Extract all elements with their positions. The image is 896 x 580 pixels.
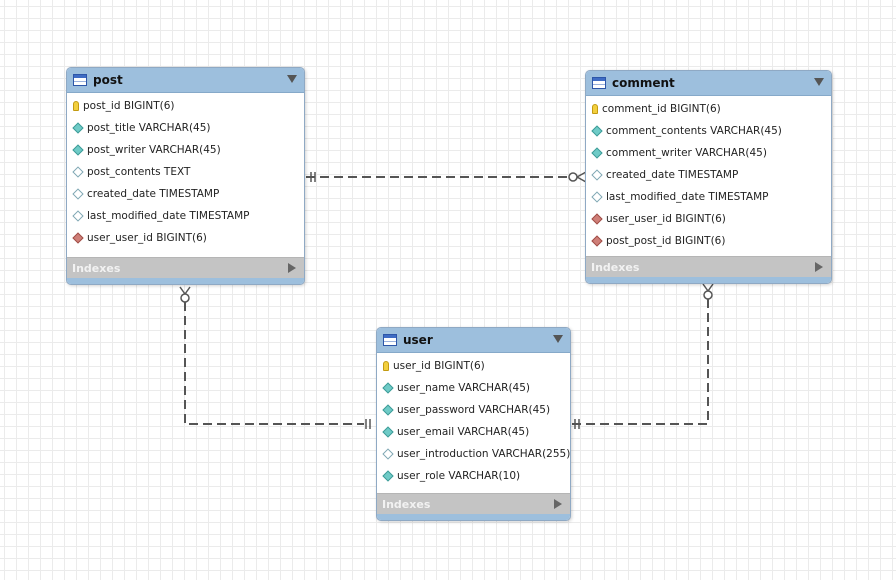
entity-comment[interactable]: comment comment_id BIGINT(6) comment_con… xyxy=(585,70,832,284)
column-label: comment_contents VARCHAR(45) xyxy=(606,125,782,137)
expand-arrow-icon[interactable] xyxy=(815,262,823,272)
column-label: user_role VARCHAR(10) xyxy=(397,470,521,482)
primary-key-icon xyxy=(73,101,79,111)
nullable-diamond-icon xyxy=(591,169,603,181)
indexes-section[interactable]: Indexes xyxy=(67,257,304,278)
column-label: user_introduction VARCHAR(255) xyxy=(397,448,571,460)
entity-header[interactable]: user xyxy=(377,328,570,353)
collapse-caret-icon[interactable] xyxy=(287,75,297,83)
column-row[interactable]: post_title VARCHAR(45) xyxy=(67,117,304,139)
nullable-diamond-icon xyxy=(72,188,84,200)
column-row[interactable]: created_date TIMESTAMP xyxy=(67,183,304,205)
column-row[interactable]: user_name VARCHAR(45) xyxy=(377,377,570,399)
column-row[interactable]: last_modified_date TIMESTAMP xyxy=(586,186,831,208)
column-label: user_id BIGINT(6) xyxy=(393,360,485,372)
column-row[interactable]: user_user_id BIGINT(6) xyxy=(67,227,304,249)
entity-header[interactable]: comment xyxy=(586,71,831,96)
expand-arrow-icon[interactable] xyxy=(288,263,296,273)
relationship-user-comment[interactable] xyxy=(572,283,714,429)
relationship-user-post[interactable] xyxy=(179,286,371,429)
entity-title: post xyxy=(93,73,123,87)
column-label: user_user_id BIGINT(6) xyxy=(606,213,726,225)
indexes-label: Indexes xyxy=(591,260,640,274)
column-row[interactable]: post_contents TEXT xyxy=(67,161,304,183)
column-label: post_post_id BIGINT(6) xyxy=(606,235,726,247)
column-row[interactable]: user_id BIGINT(6) xyxy=(377,355,570,377)
entity-post[interactable]: post post_id BIGINT(6) post_title VARCHA… xyxy=(66,67,305,285)
column-row[interactable]: post_post_id BIGINT(6) xyxy=(586,230,831,252)
nullable-diamond-icon xyxy=(72,210,84,222)
collapse-caret-icon[interactable] xyxy=(553,335,563,343)
entity-footer xyxy=(67,278,304,284)
not-null-diamond-icon xyxy=(382,470,394,482)
column-row[interactable]: user_user_id BIGINT(6) xyxy=(586,208,831,230)
column-label: user_name VARCHAR(45) xyxy=(397,382,530,394)
indexes-section[interactable]: Indexes xyxy=(377,493,570,514)
table-icon xyxy=(73,74,87,86)
entity-user[interactable]: user user_id BIGINT(6) user_name VARCHAR… xyxy=(376,327,571,521)
table-icon xyxy=(383,334,397,346)
not-null-diamond-icon xyxy=(382,382,394,394)
foreign-key-diamond-icon xyxy=(72,232,84,244)
column-row[interactable]: comment_id BIGINT(6) xyxy=(586,98,831,120)
entity-title: user xyxy=(403,333,433,347)
column-label: post_title VARCHAR(45) xyxy=(87,122,211,134)
not-null-diamond-icon xyxy=(382,426,394,438)
column-row[interactable]: comment_writer VARCHAR(45) xyxy=(586,142,831,164)
indexes-label: Indexes xyxy=(382,497,431,511)
primary-key-icon xyxy=(592,104,598,114)
column-list: comment_id BIGINT(6) comment_contents VA… xyxy=(586,96,831,256)
entity-header[interactable]: post xyxy=(67,68,304,93)
not-null-diamond-icon xyxy=(72,144,84,156)
foreign-key-diamond-icon xyxy=(591,213,603,225)
not-null-diamond-icon xyxy=(591,147,603,159)
collapse-caret-icon[interactable] xyxy=(814,78,824,86)
table-icon xyxy=(592,77,606,89)
column-label: user_email VARCHAR(45) xyxy=(397,426,530,438)
column-row[interactable]: user_role VARCHAR(10) xyxy=(377,465,570,487)
column-label: last_modified_date TIMESTAMP xyxy=(606,191,769,203)
indexes-section[interactable]: Indexes xyxy=(586,256,831,277)
indexes-label: Indexes xyxy=(72,261,121,275)
column-label: post_writer VARCHAR(45) xyxy=(87,144,221,156)
entity-footer xyxy=(586,277,831,283)
column-label: user_user_id BIGINT(6) xyxy=(87,232,207,244)
not-null-diamond-icon xyxy=(72,122,84,134)
entity-footer xyxy=(377,514,570,520)
column-label: created_date TIMESTAMP xyxy=(606,169,739,181)
column-row[interactable]: user_password VARCHAR(45) xyxy=(377,399,570,421)
primary-key-icon xyxy=(383,361,389,371)
expand-arrow-icon[interactable] xyxy=(554,499,562,509)
nullable-diamond-icon xyxy=(591,191,603,203)
column-label: last_modified_date TIMESTAMP xyxy=(87,210,250,222)
column-row[interactable]: user_introduction VARCHAR(255) xyxy=(377,443,570,465)
nullable-diamond-icon xyxy=(72,166,84,178)
column-label: comment_id BIGINT(6) xyxy=(602,103,721,115)
column-row[interactable]: user_email VARCHAR(45) xyxy=(377,421,570,443)
entity-title: comment xyxy=(612,76,675,90)
column-label: post_contents TEXT xyxy=(87,166,191,178)
column-label: post_id BIGINT(6) xyxy=(83,100,175,112)
column-row[interactable]: post_id BIGINT(6) xyxy=(67,95,304,117)
column-label: user_password VARCHAR(45) xyxy=(397,404,551,416)
foreign-key-diamond-icon xyxy=(591,235,603,247)
column-row[interactable]: created_date TIMESTAMP xyxy=(586,164,831,186)
column-label: comment_writer VARCHAR(45) xyxy=(606,147,767,159)
column-row[interactable]: post_writer VARCHAR(45) xyxy=(67,139,304,161)
column-list: user_id BIGINT(6) user_name VARCHAR(45) … xyxy=(377,353,570,491)
column-list: post_id BIGINT(6) post_title VARCHAR(45)… xyxy=(67,93,304,253)
column-label: created_date TIMESTAMP xyxy=(87,188,220,200)
nullable-diamond-icon xyxy=(382,448,394,460)
not-null-diamond-icon xyxy=(382,404,394,416)
column-row[interactable]: comment_contents VARCHAR(45) xyxy=(586,120,831,142)
relationship-post-comment[interactable] xyxy=(306,171,587,183)
not-null-diamond-icon xyxy=(591,125,603,137)
column-row[interactable]: last_modified_date TIMESTAMP xyxy=(67,205,304,227)
